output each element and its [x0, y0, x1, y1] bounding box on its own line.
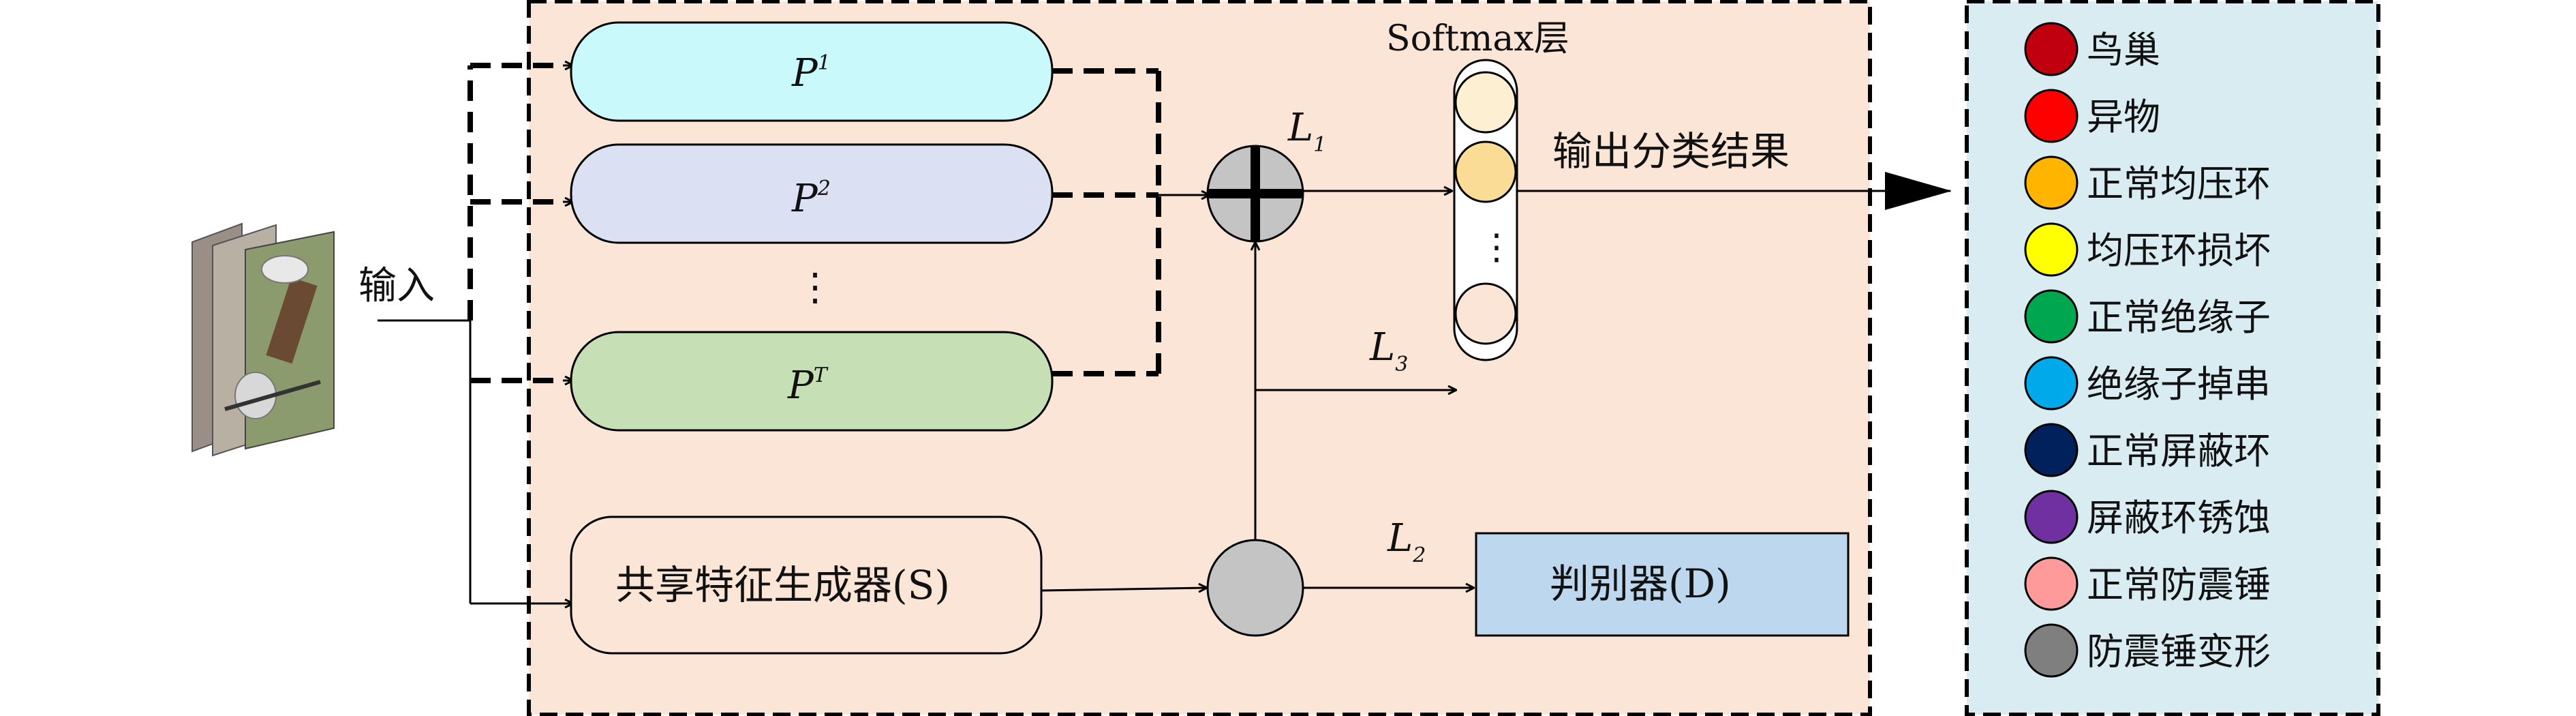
- feature-node: [1206, 539, 1304, 637]
- input-connectors: [378, 319, 572, 603]
- legend-item: 绝缘子掉串: [2024, 356, 2271, 411]
- legend-label: 防震锤变形: [2087, 630, 2271, 673]
- loss-l2-label: L2: [1387, 516, 1426, 567]
- legend-item: 均压环损坏: [2024, 222, 2271, 277]
- legend-item: 异物: [2024, 89, 2160, 143]
- legend-swatch: [2024, 556, 2079, 611]
- softmax-ellipsis: ⋮: [1479, 227, 1514, 268]
- legend-swatch: [2024, 222, 2079, 277]
- legend-item: 防震锤变形: [2024, 623, 2271, 678]
- legend-item: 正常均压环: [2024, 155, 2271, 210]
- discriminator-label: 判别器(D): [1550, 561, 1731, 607]
- legend-label: 鸟巢: [2087, 29, 2160, 72]
- legend-swatch: [2024, 22, 2079, 76]
- sum-node: [1206, 145, 1304, 243]
- legend-item: 正常屏蔽环: [2024, 423, 2271, 477]
- legend: 鸟巢 异物 正常均压环 均压环损坏 正常绝缘子 绝缘子掉串 正常屏蔽环 屏蔽环: [2024, 22, 2271, 678]
- shared-generator-label: 共享特征生成器(S): [615, 562, 950, 608]
- legend-swatch: [2024, 155, 2079, 210]
- legend-swatch: [2024, 490, 2079, 544]
- legend-label: 异物: [2087, 95, 2160, 138]
- legend-swatch: [2024, 623, 2079, 678]
- legend-label: 屏蔽环锈蚀: [2087, 496, 2271, 539]
- legend-item: 屏蔽环锈蚀: [2024, 490, 2271, 544]
- input-dashed-connectors: [467, 63, 564, 383]
- input-images: [191, 222, 335, 457]
- branch-pt-label: PT: [787, 363, 829, 408]
- branch-p2-label: P2: [791, 177, 831, 221]
- branch-pt-box: [570, 331, 1054, 432]
- legend-item: 正常绝缘子: [2024, 289, 2271, 344]
- branch-ellipsis: ⋮: [796, 265, 834, 310]
- softmax-title: Softmax层: [1386, 18, 1569, 59]
- legend-label: 正常均压环: [2087, 162, 2271, 205]
- legend-label: 绝缘子掉串: [2087, 363, 2271, 406]
- legend-label: 正常防震锤: [2087, 563, 2271, 606]
- input-label: 输入: [358, 264, 435, 308]
- legend-swatch: [2024, 89, 2079, 143]
- legend-label: 正常绝缘子: [2087, 296, 2271, 339]
- softmax-layer: [1453, 59, 1518, 361]
- branch-p1-label: P1: [791, 51, 831, 95]
- loss-l1-label: L1: [1287, 106, 1326, 157]
- legend-label: 正常屏蔽环: [2087, 430, 2271, 473]
- legend-item: 正常防震锤: [2024, 556, 2271, 611]
- output-label: 输出分类结果: [1552, 128, 1790, 175]
- generator-to-node-arrow: [1041, 588, 1206, 591]
- legend-swatch: [2024, 356, 2079, 411]
- legend-label: 均压环损坏: [2087, 229, 2271, 272]
- legend-item: 鸟巢: [2024, 22, 2160, 76]
- loss-l3-label: L3: [1369, 325, 1408, 376]
- shared-generator-box: [570, 516, 1043, 655]
- branch-merge-dashed: [1052, 68, 1161, 376]
- discriminator-box: [1475, 532, 1850, 637]
- legend-swatch: [2024, 289, 2079, 344]
- legend-swatch: [2024, 423, 2079, 477]
